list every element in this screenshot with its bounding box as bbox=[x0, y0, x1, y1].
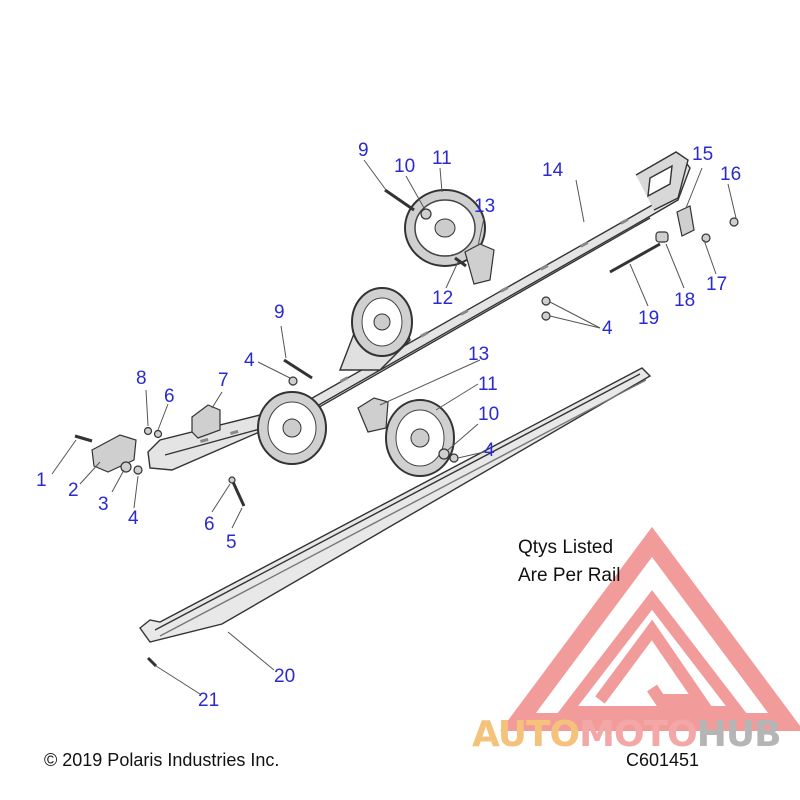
part-6b-washer bbox=[228, 476, 236, 484]
callout-10-lower: 10 bbox=[478, 404, 499, 425]
callout-8: 8 bbox=[136, 368, 147, 389]
callout-16: 16 bbox=[720, 164, 741, 185]
callout-13-top: 13 bbox=[474, 196, 495, 217]
callout-20: 20 bbox=[274, 666, 295, 687]
callout-12: 12 bbox=[432, 288, 453, 309]
part-6-washer bbox=[153, 429, 163, 439]
part-4b-nut bbox=[288, 376, 298, 386]
part-13-top bbox=[464, 243, 495, 285]
callout-14: 14 bbox=[542, 160, 564, 181]
slide-rail bbox=[139, 367, 652, 643]
callout-11-top: 11 bbox=[432, 148, 452, 169]
part-19-bolt bbox=[609, 242, 661, 274]
watermark-triangle-logo bbox=[500, 526, 800, 731]
callout-19: 19 bbox=[638, 308, 659, 329]
part-10b-washer bbox=[438, 448, 450, 460]
part-9-top-bolt bbox=[384, 188, 415, 212]
small-parts bbox=[74, 188, 739, 668]
callout-2: 2 bbox=[68, 480, 79, 501]
part-13-lower bbox=[357, 397, 389, 433]
part-9-bolt bbox=[283, 358, 313, 380]
watermark-text: AUTOMOTOHUB bbox=[472, 714, 782, 755]
part-12-bolt bbox=[454, 256, 467, 268]
part-18-spacer bbox=[655, 231, 669, 243]
callout-18: 18 bbox=[674, 290, 695, 311]
part-10-washer bbox=[420, 208, 432, 220]
callout-6-upper: 6 bbox=[164, 386, 175, 407]
callout-13-lower: 13 bbox=[468, 344, 489, 365]
part-3-washer bbox=[120, 461, 132, 473]
part-4c-nut-2 bbox=[541, 311, 551, 321]
copyright-text: © 2019 Polaris Industries Inc. bbox=[44, 750, 280, 770]
quantity-note: Qtys Listed Are Per Rail bbox=[518, 534, 620, 590]
watermark-part-2: MOTO bbox=[579, 714, 698, 755]
part-4c-nut-1 bbox=[541, 296, 551, 306]
watermark-part-3: HUB bbox=[696, 714, 782, 755]
callout-15: 15 bbox=[692, 144, 713, 165]
callout-labels: 1 2 3 4 4 4 4 5 6 6 7 8 9 9 10 10 11 11 … bbox=[36, 140, 741, 711]
wheel-lower-right bbox=[385, 399, 455, 477]
note-line-1: Qtys Listed bbox=[518, 537, 614, 558]
callout-1: 1 bbox=[36, 470, 47, 491]
part-21-screw bbox=[146, 656, 158, 668]
wheel-middle bbox=[351, 287, 413, 357]
part-4-nut bbox=[133, 465, 143, 475]
callout-21: 21 bbox=[198, 690, 219, 711]
callout-4-center: 4 bbox=[244, 350, 255, 371]
leader-lines bbox=[51, 159, 737, 695]
part-8-nut bbox=[143, 426, 153, 436]
part-5-bolt bbox=[231, 481, 246, 507]
callout-5: 5 bbox=[226, 532, 237, 553]
callout-17: 17 bbox=[706, 274, 727, 295]
wheel-lower-left bbox=[257, 391, 327, 465]
callout-3: 3 bbox=[98, 494, 109, 515]
part-17-nut bbox=[701, 233, 711, 243]
watermark-part-1: AUTO bbox=[472, 714, 580, 755]
callout-9-center: 9 bbox=[274, 302, 285, 323]
part-7-block bbox=[191, 404, 221, 439]
part-4d-nut bbox=[449, 453, 459, 463]
callout-11-lower: 11 bbox=[478, 374, 498, 395]
callout-10-top: 10 bbox=[394, 156, 415, 177]
callout-9-top: 9 bbox=[358, 140, 369, 161]
callout-7: 7 bbox=[218, 370, 229, 391]
drawing-code: C601451 bbox=[626, 750, 700, 770]
callout-4-bottom-left: 4 bbox=[128, 508, 139, 529]
part-16-nut bbox=[729, 217, 739, 227]
callout-4-right: 4 bbox=[602, 318, 613, 339]
part-15-bracket bbox=[676, 205, 695, 237]
part-1-bolt bbox=[74, 434, 93, 443]
note-line-2: Are Per Rail bbox=[518, 565, 621, 586]
callout-6-lower: 6 bbox=[204, 514, 215, 535]
callout-4-wheel: 4 bbox=[484, 440, 495, 461]
